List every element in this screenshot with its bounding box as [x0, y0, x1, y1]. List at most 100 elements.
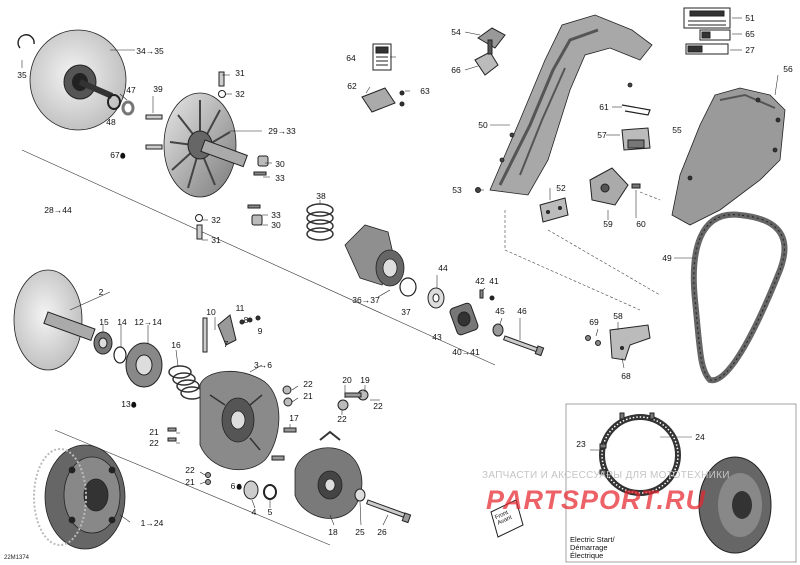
- driven-pulley-fixed-sheave: [163, 92, 248, 198]
- callout-41[interactable]: 41: [489, 275, 499, 286]
- callout-22[interactable]: 22: [373, 400, 383, 411]
- callout-69[interactable]: 69: [589, 316, 599, 327]
- callout-21[interactable]: 21: [303, 390, 313, 401]
- callout-22[interactable]: 22: [149, 437, 159, 448]
- belt-guard-55: [671, 87, 786, 226]
- callout-45[interactable]: 45: [495, 305, 505, 316]
- callout-28-44[interactable]: 28→44: [44, 204, 72, 215]
- callout-1-24[interactable]: 1→24: [140, 517, 164, 528]
- callout-9[interactable]: 9: [257, 325, 263, 336]
- decal-64: [372, 43, 392, 71]
- callout-6[interactable]: 6: [231, 482, 242, 491]
- washer-25: [354, 488, 366, 502]
- callout-66[interactable]: 66: [451, 64, 461, 75]
- callout-57[interactable]: 57: [597, 129, 607, 140]
- callout-22[interactable]: 22: [303, 378, 313, 389]
- callout-62[interactable]: 62: [347, 80, 357, 91]
- callout-34-35[interactable]: 34→35: [136, 45, 164, 56]
- governor-cup-18: [294, 430, 363, 519]
- callout-67[interactable]: 67: [110, 151, 126, 160]
- callout-50[interactable]: 50: [478, 119, 488, 130]
- callout-33[interactable]: 33: [271, 209, 281, 220]
- callout-61[interactable]: 61: [599, 101, 609, 112]
- bracket-57: [621, 127, 651, 151]
- ring-14: [113, 346, 127, 364]
- bracket-59-60: [589, 167, 641, 206]
- callout-32[interactable]: 32: [235, 88, 245, 99]
- callout-11[interactable]: 11: [235, 302, 245, 313]
- callout-29-33[interactable]: 29→33: [268, 125, 296, 136]
- callout-53[interactable]: 53: [452, 184, 462, 195]
- callout-47[interactable]: 47: [126, 84, 136, 95]
- callout-55[interactable]: 55: [672, 124, 682, 135]
- movable-sheave-3: [199, 370, 280, 471]
- callout-25[interactable]: 25: [355, 526, 365, 537]
- washer-45: [492, 323, 504, 337]
- callout-5[interactable]: 5: [267, 506, 273, 517]
- callout-16[interactable]: 16: [171, 339, 181, 350]
- callout-65[interactable]: 65: [745, 28, 755, 39]
- latch-54-66: [474, 27, 506, 76]
- callout-27[interactable]: 27: [745, 44, 755, 55]
- callout-21[interactable]: 21: [185, 476, 195, 487]
- callout-2[interactable]: 2: [98, 286, 104, 297]
- callout-30[interactable]: 30: [271, 219, 281, 230]
- callout-31[interactable]: 31: [235, 67, 245, 78]
- callout-64[interactable]: 64: [346, 52, 356, 63]
- inset-caption-line-2: Démarrage: [570, 542, 608, 552]
- callout-13[interactable]: 13: [121, 400, 137, 409]
- callout-17[interactable]: 17: [289, 412, 299, 423]
- callout-7[interactable]: 7: [223, 338, 229, 349]
- callout-36-37[interactable]: 36→37: [352, 294, 380, 305]
- callout-3-6[interactable]: 3→6: [254, 359, 272, 370]
- washer-44: [427, 287, 445, 309]
- callout-15[interactable]: 15: [99, 316, 109, 327]
- callout-58[interactable]: 58: [613, 310, 623, 321]
- bearing-15: [93, 331, 113, 355]
- callout-68[interactable]: 68: [621, 370, 631, 381]
- callout-8[interactable]: 8: [243, 314, 249, 325]
- callout-20[interactable]: 20: [342, 374, 352, 385]
- callout-49[interactable]: 49: [662, 252, 672, 263]
- callout-30[interactable]: 30: [275, 158, 285, 169]
- callout-52[interactable]: 52: [556, 182, 566, 193]
- drawing-code: 22M1374: [4, 555, 30, 561]
- inset-callout-24[interactable]: 24: [695, 431, 705, 442]
- callout-63[interactable]: 63: [420, 85, 430, 96]
- callout-40-41[interactable]: 40→41: [452, 346, 480, 357]
- inset-callout-23[interactable]: 23: [576, 438, 586, 449]
- callout-43[interactable]: 43: [432, 331, 442, 342]
- callout-31[interactable]: 31: [211, 234, 221, 245]
- ring-37: [399, 277, 417, 297]
- callout-4[interactable]: 4: [251, 506, 257, 517]
- callout-18[interactable]: 18: [328, 526, 338, 537]
- callout-21[interactable]: 21: [149, 426, 159, 437]
- watermark-tagline: ЗАПЧАСТИ И АКСЕССУАРЫ ДЛЯ МОТОТЕХНИКИ: [482, 470, 730, 481]
- callout-22[interactable]: 22: [337, 413, 347, 424]
- callout-51[interactable]: 51: [745, 12, 755, 23]
- callout-37[interactable]: 37: [401, 306, 411, 317]
- callout-56[interactable]: 56: [783, 63, 793, 74]
- electric-start-inset: [565, 403, 797, 563]
- dashed-guides: [504, 191, 661, 311]
- callout-22[interactable]: 22: [185, 464, 195, 475]
- driven-pulley-sheave: [29, 29, 127, 131]
- callout-46[interactable]: 46: [517, 305, 527, 316]
- callout-35[interactable]: 35: [17, 69, 27, 80]
- callout-60[interactable]: 60: [636, 218, 646, 229]
- callout-59[interactable]: 59: [603, 218, 613, 229]
- callout-38[interactable]: 38: [316, 190, 326, 201]
- callout-39[interactable]: 39: [153, 83, 163, 94]
- callout-26[interactable]: 26: [377, 526, 387, 537]
- callout-44[interactable]: 44: [438, 262, 448, 273]
- callout-48[interactable]: 48: [106, 116, 116, 127]
- callout-14[interactable]: 14: [117, 316, 127, 327]
- callout-54[interactable]: 54: [451, 26, 461, 37]
- callout-12-14[interactable]: 12→14: [134, 316, 162, 327]
- callout-10[interactable]: 10: [206, 306, 216, 317]
- callout-19[interactable]: 19: [360, 374, 370, 385]
- cam-36: [344, 224, 405, 287]
- callout-42[interactable]: 42: [475, 275, 485, 286]
- callout-33[interactable]: 33: [275, 172, 285, 183]
- callout-32[interactable]: 32: [211, 214, 221, 225]
